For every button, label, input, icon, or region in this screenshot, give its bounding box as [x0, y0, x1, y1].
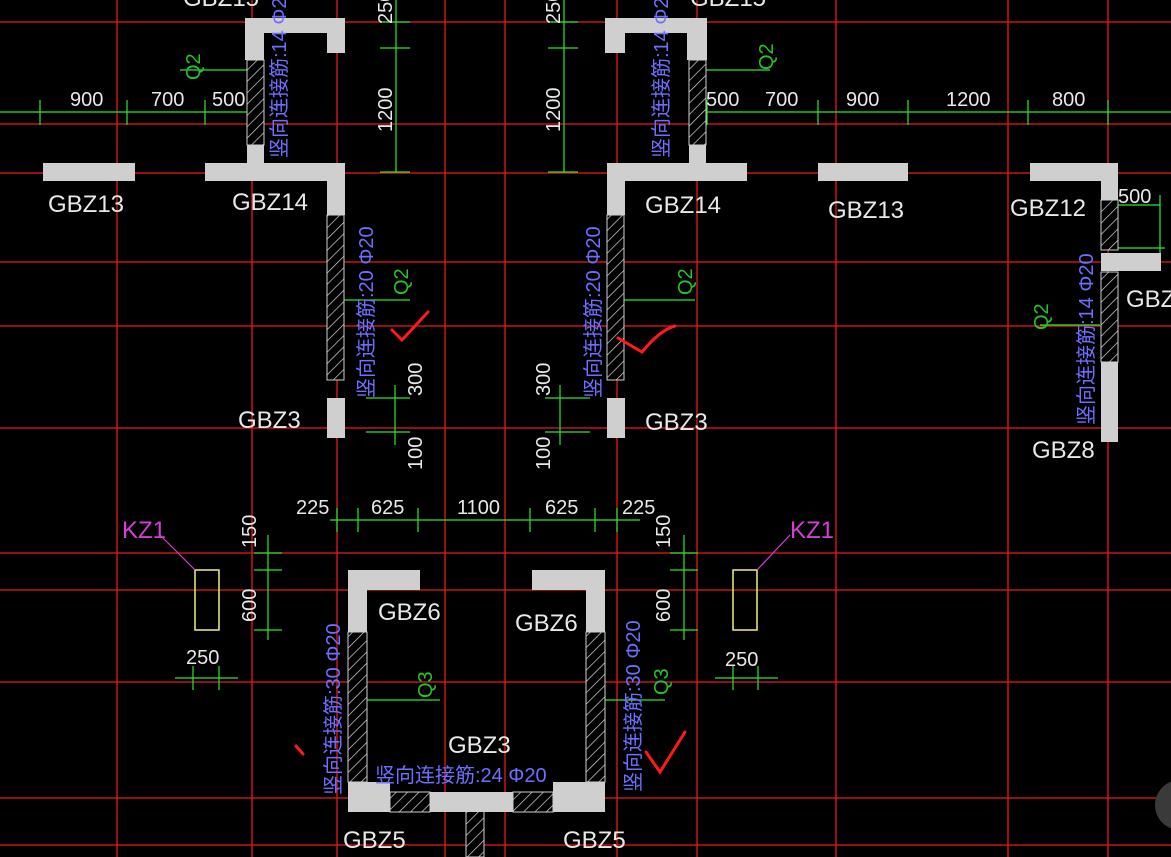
label-gbz6-right: GBZ6	[515, 610, 578, 637]
note-rebar-bottom-right: 竖向连接筋:30 Φ20	[622, 620, 645, 792]
label-gbz14-right: GBZ14	[645, 192, 721, 219]
dim-600-left: 600	[239, 589, 261, 622]
column-shapes	[43, 18, 1161, 812]
dim-300-left: 300	[405, 363, 427, 396]
dim-1200-v-right: 1200	[543, 88, 565, 133]
label-gbz6-left: GBZ6	[378, 599, 441, 626]
label-q3-right: Q3	[651, 668, 673, 695]
label-gbz13-left: GBZ13	[48, 191, 124, 218]
label-gbz3-left: GBZ3	[238, 407, 301, 434]
note-rebar-top-left: 竖向连接筋:14 Φ20	[268, 0, 291, 158]
navigation-wheel-icon[interactable]	[1155, 780, 1171, 830]
dimension-lines	[0, 0, 1171, 701]
check-mark-icon	[644, 730, 687, 775]
dim-225-a: 225	[296, 497, 329, 519]
check-mark-icon	[390, 310, 430, 343]
dim-500-right: 500	[706, 89, 739, 111]
dim-625-b: 625	[545, 497, 578, 519]
tick-stroke-icon	[294, 744, 305, 756]
label-gbz-cut-right: GBZ	[1126, 286, 1171, 313]
label-q2-top-right: Q2	[756, 43, 778, 70]
dim-250-v-right: 250	[543, 0, 565, 24]
note-rebar-far-right: 竖向连接筋:14 Φ20	[1075, 253, 1098, 425]
label-gbz14-left: GBZ14	[232, 189, 308, 216]
dim-1200-v-left: 1200	[375, 88, 397, 133]
note-rebar-bottom-left: 竖向连接筋:30 Φ20	[322, 623, 345, 795]
dim-1200-right: 1200	[946, 89, 991, 111]
label-q2-far-right: Q2	[1031, 303, 1053, 330]
kz1-frames	[194, 569, 758, 631]
dim-900-left: 900	[70, 89, 103, 111]
dim-625-a: 625	[371, 497, 404, 519]
label-gbz12: GBZ12	[1010, 195, 1086, 222]
label-gbz5-left: GBZ5	[343, 827, 406, 854]
label-q2-mid-right: Q2	[675, 268, 697, 295]
wall-labels: Q2 Q2 Q2 Q2 Q2 Q3 Q3	[183, 43, 1053, 698]
dim-100-left: 100	[405, 437, 427, 470]
label-gbz3-center: GBZ3	[448, 732, 511, 759]
label-gbz8: GBZ8	[1032, 437, 1095, 464]
label-gbz15-top-right: GBZ15	[690, 0, 766, 12]
label-gbz5-right: GBZ5	[563, 827, 626, 854]
check-marks	[294, 310, 687, 775]
dim-700-right: 700	[765, 89, 798, 111]
label-q3-left: Q3	[415, 671, 437, 698]
check-mark-icon	[616, 324, 677, 354]
label-kz1-left: KZ1	[122, 517, 166, 544]
dim-500-left: 500	[212, 89, 245, 111]
kz1-leaders	[159, 534, 791, 571]
label-q2-top-left: Q2	[183, 53, 205, 80]
dim-500-v-far: 500	[1118, 186, 1151, 208]
dim-150-left: 150	[239, 515, 261, 548]
dim-250-v-left: 250	[375, 0, 397, 24]
dim-250-h-left: 250	[186, 647, 219, 669]
dim-100-right: 100	[533, 437, 555, 470]
dim-250-h-right: 250	[725, 649, 758, 671]
dim-800-right: 800	[1052, 89, 1085, 111]
dim-1100: 1100	[457, 497, 500, 519]
label-gbz3-right: GBZ3	[645, 409, 708, 436]
dim-900-right: 900	[846, 89, 879, 111]
dim-700-left: 700	[151, 89, 184, 111]
dim-225-b: 225	[622, 497, 655, 519]
note-rebar-mid-right: 竖向连接筋:20 Φ20	[582, 226, 605, 398]
dim-600-right: 600	[653, 589, 675, 622]
note-rebar-top-right: 竖向连接筋:14 Φ20	[650, 0, 673, 158]
rebar-notes: 竖向连接筋:14 Φ20 竖向连接筋:14 Φ20 竖向连接筋:20 Φ20 竖…	[268, 0, 1098, 795]
column-labels: GBZ15 GBZ15 GBZ13 GBZ14 GBZ14 GBZ13 GBZ1…	[48, 0, 1171, 854]
label-kz1-right: KZ1	[790, 517, 834, 544]
dim-300-right: 300	[533, 363, 555, 396]
label-q2-mid-left: Q2	[391, 268, 413, 295]
dim-150-right: 150	[653, 515, 675, 548]
label-gbz13-right: GBZ13	[828, 197, 904, 224]
note-rebar-mid-left: 竖向连接筋:20 Φ20	[355, 226, 378, 398]
label-gbz15-top-left: GBZ15	[183, 0, 259, 12]
dimension-texts: 900 700 500 500 700 900 1200 800 250 250…	[70, 0, 1151, 671]
note-rebar-bottom-center: 竖向连接筋:24 Φ20	[375, 764, 547, 787]
